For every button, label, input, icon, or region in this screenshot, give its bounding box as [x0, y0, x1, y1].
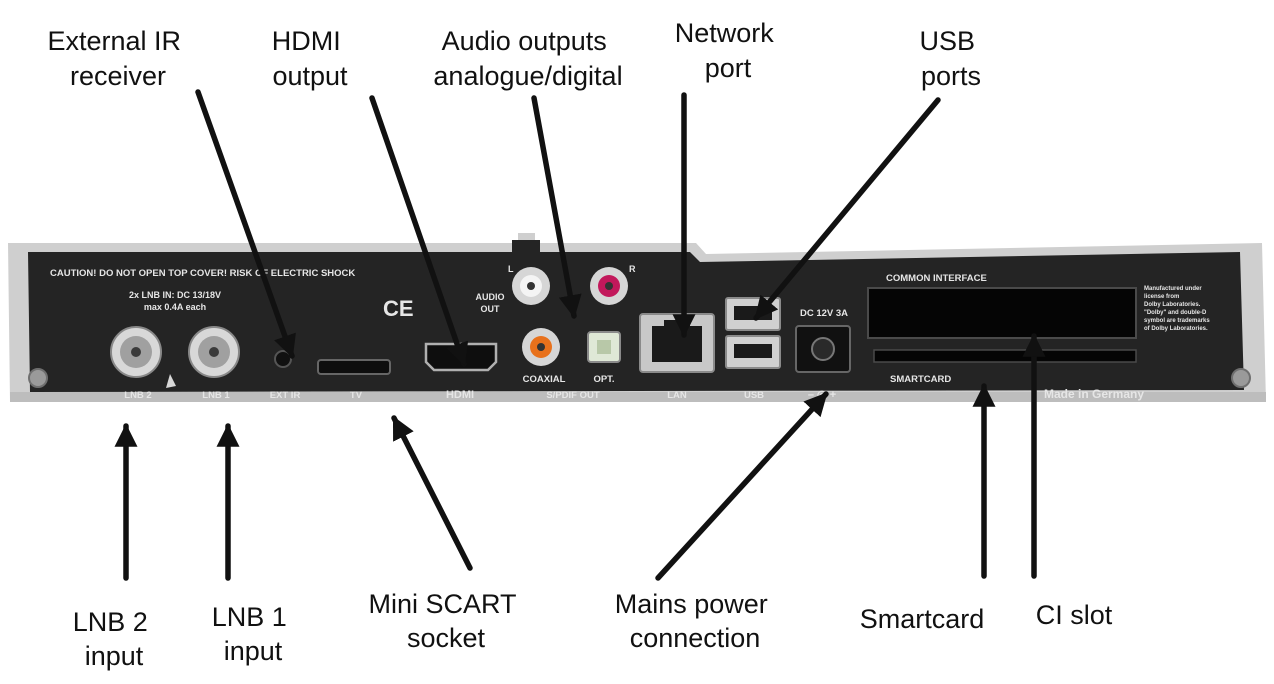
svg-text:of Dolby Laboratories.: of Dolby Laboratories.: [1144, 326, 1208, 332]
usb-port-lower-slot: [734, 344, 772, 358]
usb-panel-label: USB: [744, 390, 764, 401]
made-in-germany: Made in Germany: [1044, 387, 1144, 401]
arrow-usb-ports: [753, 97, 941, 321]
spdif-out-panel-label: S/PDIF OUT: [546, 390, 600, 401]
audio-out-line1: AUDIO: [476, 292, 505, 302]
dc-power-jack-socket: [811, 337, 835, 361]
audio-r-label: R: [629, 264, 636, 274]
arrow-mini-scart: [391, 415, 473, 571]
lnb1-panel-label: LNB 1: [202, 390, 230, 401]
arrow-external-ir: [195, 89, 296, 359]
satellite-dish-icon: [166, 374, 176, 388]
callout-arrows: [114, 89, 1046, 581]
ext-ir-panel-label: EXT IR: [270, 390, 301, 401]
callout-lnb2-input: LNB 2 input: [73, 607, 156, 671]
callout-smartcard: Smartcard: [860, 604, 985, 634]
svg-text:"Dolby" and double-D: "Dolby" and double-D: [1144, 310, 1207, 316]
common-interface-label: COMMON INTERFACE: [886, 273, 987, 284]
svg-text:Dolby Laboratories.: Dolby Laboratories.: [1144, 302, 1201, 308]
smartcard-panel-label: SMARTCARD: [890, 374, 951, 385]
callout-hdmi-output: HDMI output: [272, 26, 349, 91]
callout-audio-outputs: Audio outputs analogue/digital: [433, 26, 622, 91]
dolby-license-note: Manufactured under license from Dolby La…: [1144, 286, 1210, 332]
rca-coaxial-orange: [522, 328, 560, 366]
dc-rating-label: DC 12V 3A: [800, 308, 848, 319]
audio-l-label: L: [508, 264, 514, 274]
rca-left-white: [512, 267, 550, 305]
tv-panel-label: TV: [350, 390, 363, 401]
caution-text: CAUTION! DO NOT OPEN TOP COVER! RISK OF …: [50, 268, 355, 279]
callout-mini-scart: Mini SCART socket: [368, 589, 523, 653]
lnb2-connector: [110, 326, 162, 378]
screw-right: [1231, 368, 1251, 388]
ce-mark: CE: [383, 296, 414, 321]
lan-port-socket: [652, 326, 702, 362]
rca-right-red: [590, 267, 628, 305]
callout-labels: External IR receiver HDMI output Audio o…: [47, 18, 1112, 671]
opt-panel-label: OPT.: [593, 374, 614, 385]
device-back-panel: CAUTION! DO NOT OPEN TOP COVER! RISK OF …: [8, 233, 1266, 402]
screw-left: [28, 368, 48, 388]
arrow-mains-power: [655, 391, 829, 581]
optical-port-inner: [597, 340, 611, 354]
lnb1-connector: [188, 326, 240, 378]
arrow-audio-outputs: [531, 95, 582, 319]
mini-scart-port: [317, 359, 391, 375]
lnb-in-spec-line2: max 0.4A each: [144, 302, 206, 312]
coaxial-panel-label: COAXIAL: [523, 374, 566, 385]
callout-mains-power: Mains power connection: [615, 589, 776, 653]
callout-external-ir: External IR receiver: [47, 26, 188, 91]
hdmi-panel-label: HDMI: [446, 389, 474, 401]
arrow-hdmi-output: [369, 95, 469, 367]
svg-text:symbol are trademarks: symbol are trademarks: [1144, 318, 1210, 324]
callout-usb-ports: USB ports: [919, 26, 982, 91]
lnb2-panel-label: LNB 2: [124, 390, 151, 401]
lnb-in-spec-line1: 2x LNB IN: DC 13/18V: [129, 290, 221, 300]
audio-out-line2: OUT: [481, 304, 501, 314]
device-bottom-edge: [10, 392, 1266, 402]
lan-panel-label: LAN: [667, 390, 687, 401]
svg-text:license from: license from: [1144, 294, 1179, 300]
callout-network-port: Network port: [675, 18, 782, 83]
smartcard-slot-opening: [873, 349, 1137, 363]
ci-slot-opening: [867, 287, 1137, 339]
callout-ci-slot: CI slot: [1036, 600, 1113, 630]
svg-text:Manufactured under: Manufactured under: [1144, 286, 1202, 292]
callout-lnb1-input: LNB 1 input: [212, 602, 295, 666]
